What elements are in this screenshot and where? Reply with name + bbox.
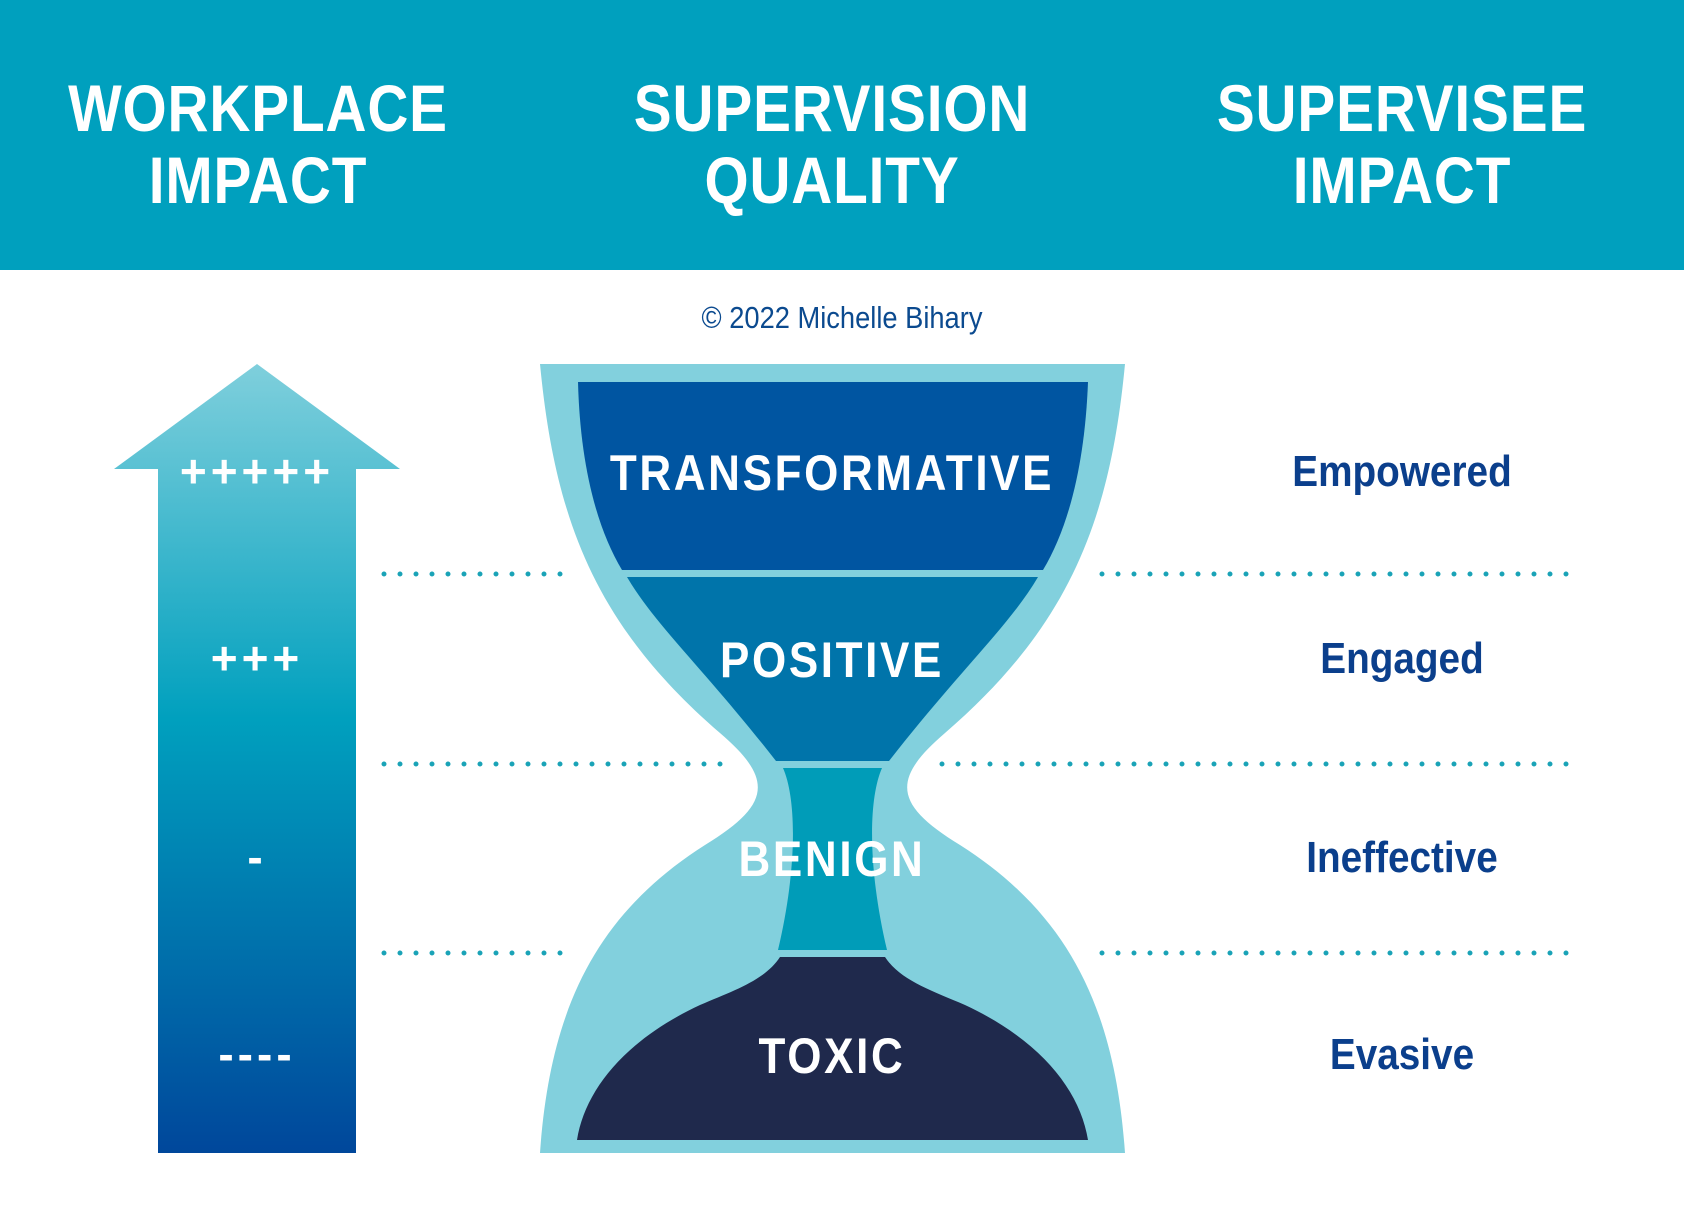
outcome-engaged: Engaged	[1320, 634, 1484, 683]
header-quality-line1: SUPERVISION	[633, 71, 1031, 145]
impact-transformative: +++++	[179, 445, 335, 497]
benign-band	[778, 768, 887, 950]
toxic-band	[577, 957, 1088, 1140]
impact-toxic: ----	[218, 1028, 296, 1080]
quality-transformative: TRANSFORMATIVE	[609, 445, 1055, 501]
impact-benign: -	[247, 831, 267, 883]
header-quality-line2: QUALITY	[704, 143, 960, 217]
header-band	[0, 0, 1684, 270]
workplace-arrow	[114, 364, 400, 1153]
quality-positive: POSITIVE	[719, 632, 945, 688]
quality-toxic: TOXIC	[758, 1028, 906, 1084]
transformative-band	[578, 382, 1088, 570]
header-workplace-impact: WORKPLACE IMPACT	[52, 72, 465, 216]
copyright-notice: © 2022 Michelle Bihary	[701, 300, 983, 335]
header-workplace-line2: IMPACT	[148, 143, 368, 217]
outcome-evasive: Evasive	[1329, 1030, 1475, 1079]
outcome-ineffective: Ineffective	[1306, 833, 1498, 882]
header-supervisee-line2: IMPACT	[1292, 143, 1512, 217]
impact-positive: +++	[210, 632, 304, 684]
header-workplace-line1: WORKPLACE	[68, 71, 448, 145]
header-supervisee-line1: SUPERVISEE	[1216, 71, 1588, 145]
outcome-empowered: Empowered	[1292, 447, 1512, 496]
header-supervisee-impact: SUPERVISEE IMPACT	[1196, 72, 1609, 216]
positive-band	[627, 577, 1038, 761]
header-supervision-quality: SUPERVISION QUALITY	[626, 72, 1039, 216]
quality-benign: BENIGN	[738, 831, 926, 887]
